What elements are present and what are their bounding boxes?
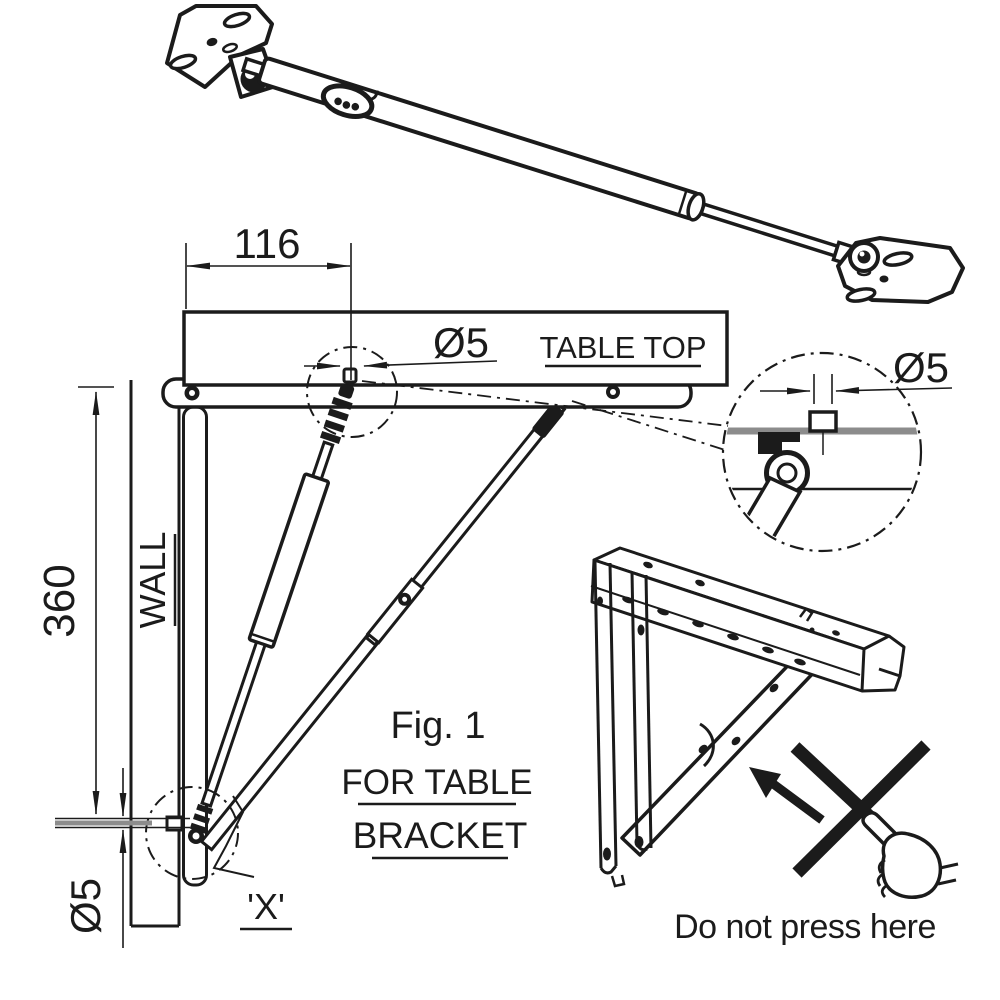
dimension-dia5-detail: Ø5 — [760, 344, 953, 404]
svg-text:WALL: WALL — [132, 532, 173, 629]
brand-logo-icon — [320, 83, 379, 120]
svg-text:116: 116 — [234, 220, 301, 267]
svg-text:Ø5: Ø5 — [62, 878, 109, 934]
dimension-dia5-top: Ø5 — [304, 319, 498, 370]
dimension-dia5-bottom: Ø5 — [55, 768, 190, 948]
x-ref-label: 'X' — [247, 886, 285, 927]
detail-circle-joint — [306, 346, 398, 438]
svg-text:TABLE TOP: TABLE TOP — [539, 330, 706, 365]
caption-line2: BRACKET — [353, 815, 528, 856]
detail-circle-x — [145, 786, 239, 880]
iso-wall-plate — [593, 561, 653, 888]
table-top — [182, 310, 729, 387]
warning-text: Do not press here — [674, 908, 936, 946]
svg-text:360: 360 — [35, 564, 84, 637]
dimension-116: 116 — [185, 220, 352, 380]
fold-direction-arrow-icon — [749, 767, 825, 824]
folding-brace — [199, 400, 567, 852]
wall — [129, 380, 181, 928]
detail-view-pin: Ø5 — [721, 344, 953, 553]
right-mount-plate — [836, 236, 965, 304]
gas-spring-body — [240, 56, 866, 270]
table-top-label: TABLE TOP — [539, 330, 707, 368]
caption-line1: FOR TABLE — [341, 763, 532, 802]
hand-icon — [861, 811, 959, 899]
wall-plate — [182, 405, 208, 887]
dimension-360: 360 — [35, 386, 114, 815]
iso-view — [590, 546, 906, 888]
figure-caption: Fig. 1 FOR TABLE BRACKET 'X' — [240, 705, 533, 931]
svg-text:Ø5: Ø5 — [433, 319, 489, 366]
main-view: TABLE TOP — [129, 310, 729, 928]
svg-text:Ø5: Ø5 — [893, 344, 949, 391]
top-pivot-pin — [342, 367, 358, 384]
x-callout — [212, 795, 255, 878]
wall-label: WALL — [132, 532, 177, 629]
gas-spring-assembly — [165, 4, 965, 304]
iso-beam — [590, 546, 906, 693]
gas-spring-side — [189, 383, 355, 834]
warning-group: Do not press here — [674, 740, 959, 946]
figure-number: Fig. 1 — [390, 705, 485, 747]
